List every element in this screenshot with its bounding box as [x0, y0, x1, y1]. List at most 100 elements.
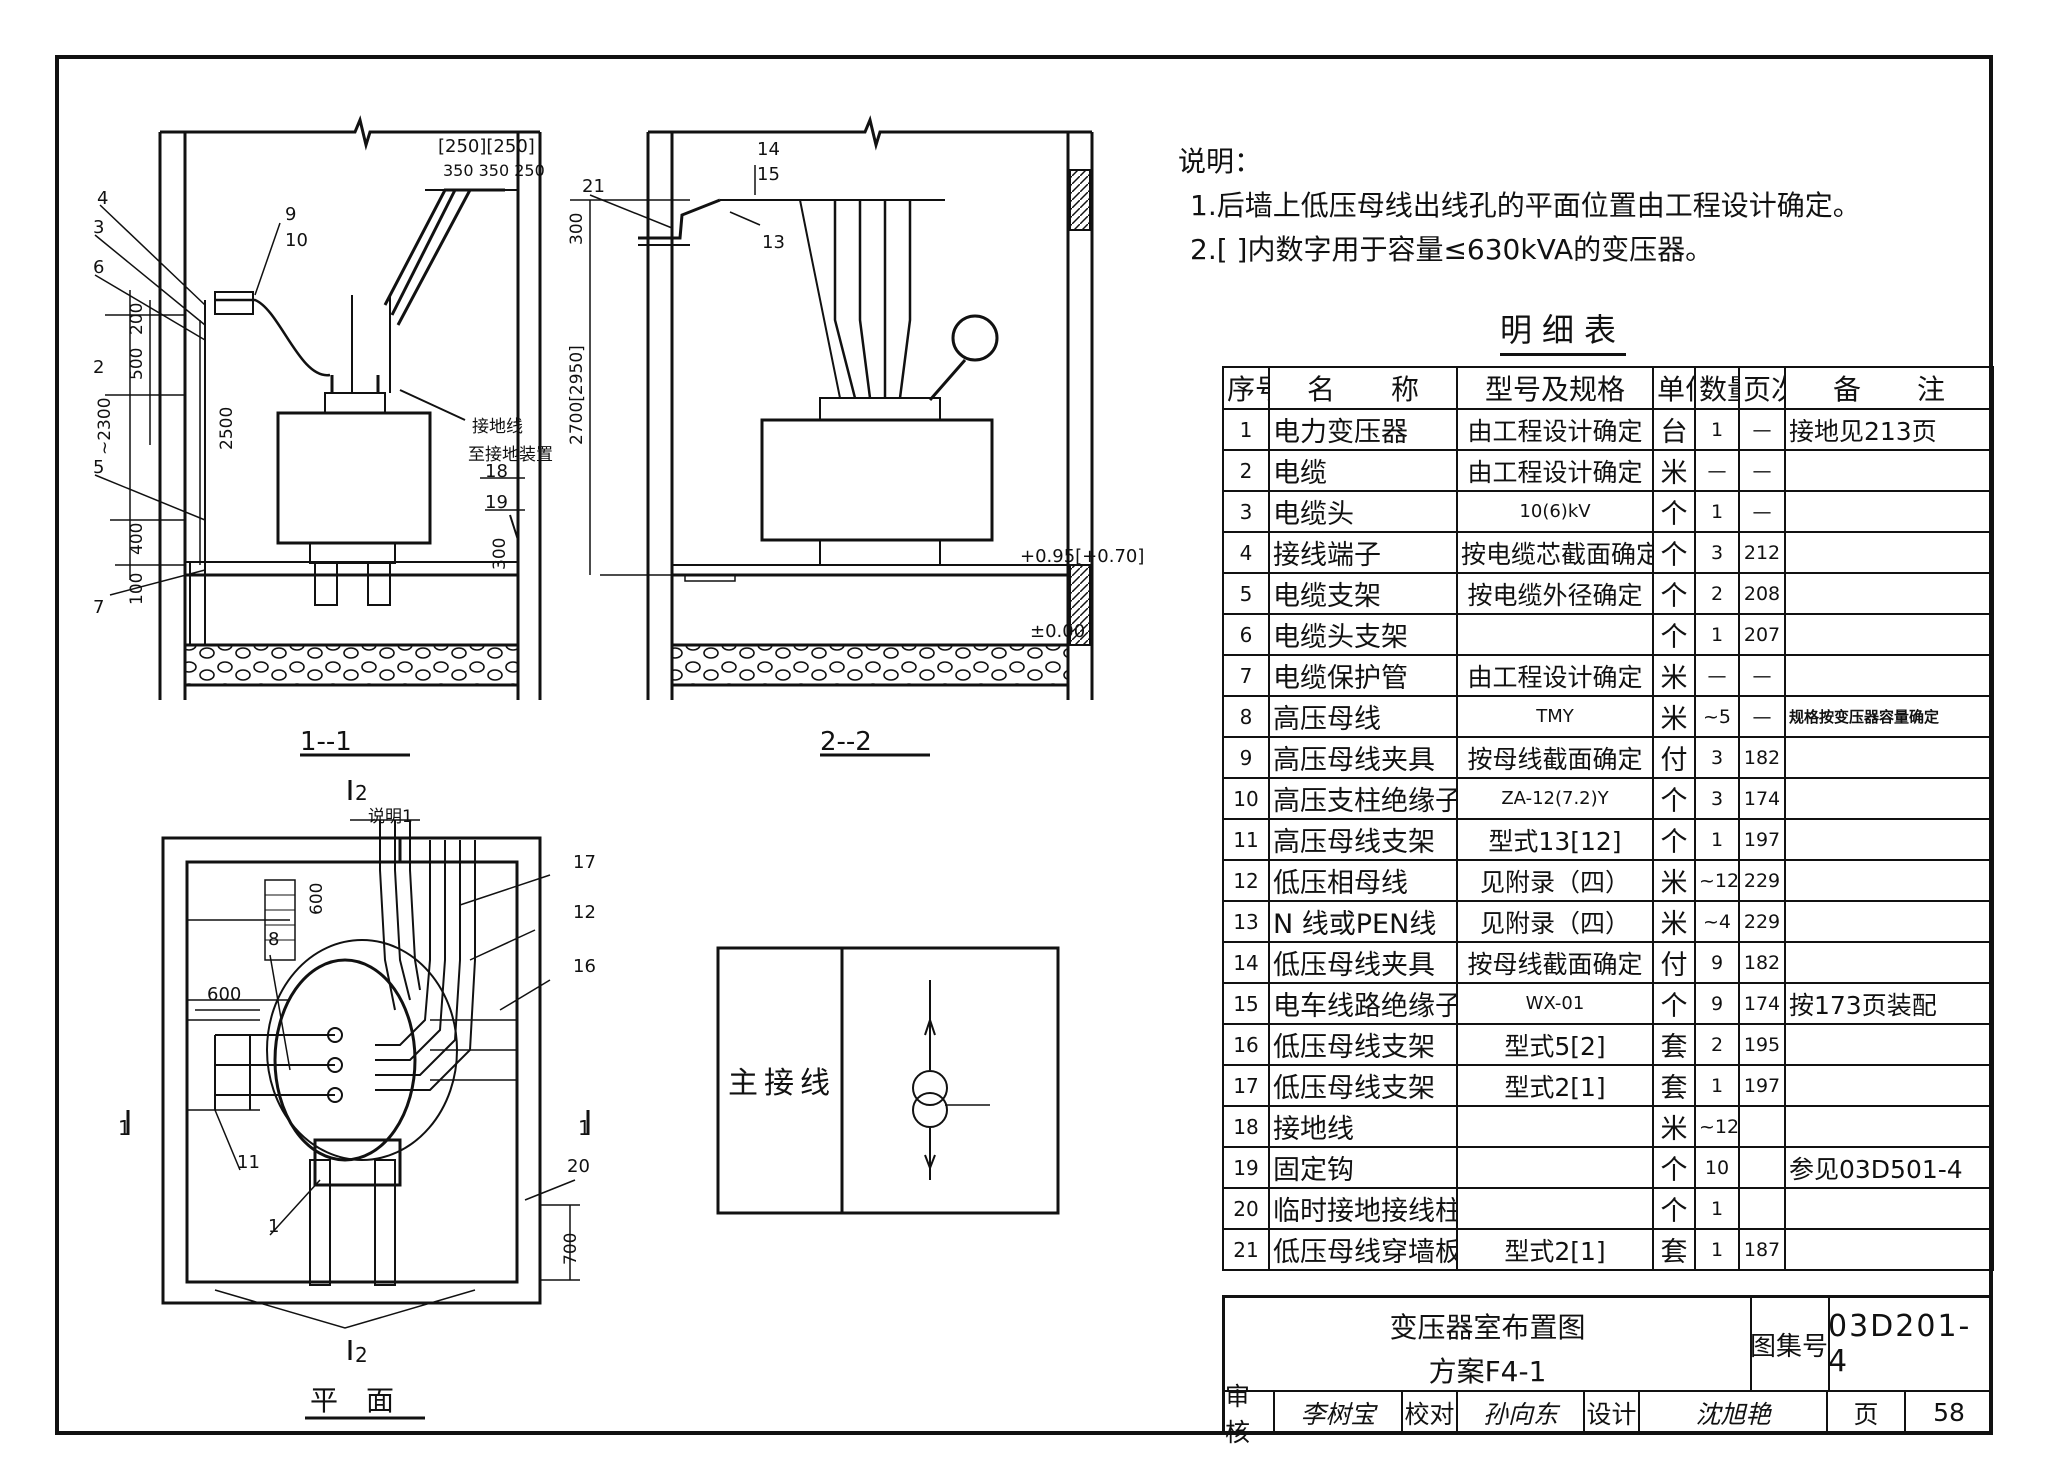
cell-qty: —	[1694, 654, 1740, 697]
cell-page: —	[1738, 449, 1786, 492]
cell-spec	[1456, 613, 1654, 656]
cell-remark	[1784, 1023, 1994, 1066]
cell-spec: 型式2[1]	[1456, 1064, 1654, 1107]
cell-name: 固定钩	[1268, 1146, 1458, 1189]
table-row: 17 低压母线支架 型式2[1] 套 1 197	[1222, 1064, 1994, 1107]
cell-unit: 台	[1652, 408, 1696, 451]
cell-page: 207	[1738, 613, 1786, 656]
cell-name: 临时接地接线柱	[1268, 1187, 1458, 1230]
callout-5: 5	[93, 457, 104, 478]
header-page: 页次	[1738, 366, 1786, 410]
cell-name: 高压母线夹具	[1268, 736, 1458, 779]
dim-400: 400	[127, 523, 147, 555]
callout-14: 14	[757, 139, 780, 160]
cell-unit: 米	[1652, 859, 1696, 902]
table-row: 20 临时接地接线柱 个 1	[1222, 1187, 1994, 1230]
cell-spec: 按电缆芯截面确定	[1456, 531, 1654, 574]
cell-remark	[1784, 490, 1994, 533]
cell-page: 174	[1738, 777, 1786, 820]
cell-remark	[1784, 449, 1994, 492]
cell-unit: 套	[1652, 1064, 1696, 1107]
section-1-1-texts: 4 3 6 2 5 7 9 10 [250][250] 350 350 250 …	[93, 136, 553, 757]
cell-spec	[1456, 1105, 1654, 1148]
elevation-095: +0.95[+0.70]	[1020, 546, 1144, 567]
cell-page	[1738, 1105, 1786, 1148]
cell-remark	[1784, 859, 1994, 902]
main-wiring-box	[716, 946, 1060, 1215]
note-ref-label: 说明1	[368, 807, 413, 827]
ground-wire-label: 接地线	[472, 417, 523, 437]
cell-page: 182	[1738, 941, 1786, 984]
cell-qty: 2	[1694, 572, 1740, 615]
header-remark: 备 注	[1784, 366, 1994, 410]
cell-no: 2	[1222, 449, 1270, 492]
cell-remark	[1784, 900, 1994, 943]
check-label: 校对	[1403, 1390, 1458, 1435]
cell-spec: 由工程设计确定	[1456, 408, 1654, 451]
dim-300b: 300	[490, 538, 510, 570]
cell-qty: 3	[1694, 736, 1740, 779]
design-signature: 沈旭艳	[1640, 1390, 1828, 1435]
table-row: 13 N 线或PEN线 见附录（四） 米 ~4 229	[1222, 900, 1994, 943]
callout-7: 7	[93, 597, 104, 618]
callout-11: 11	[237, 1152, 260, 1173]
cell-no: 16	[1222, 1023, 1270, 1066]
table-row: 3 电缆头 10(6)kV 个 1 —	[1222, 490, 1994, 533]
cell-remark	[1784, 531, 1994, 574]
callout-20: 20	[567, 1156, 590, 1177]
cell-spec: 型式2[1]	[1456, 1228, 1654, 1271]
cell-qty: 2	[1694, 1023, 1740, 1066]
cell-remark	[1784, 777, 1994, 820]
cell-unit: 付	[1652, 736, 1696, 779]
cell-name: 电缆头支架	[1268, 613, 1458, 656]
cell-no: 1	[1222, 408, 1270, 451]
table-row: 15 电车线路绝缘子 WX-01 个 9 174 按173页装配	[1222, 982, 1994, 1025]
cell-spec: 按母线截面确定	[1456, 736, 1654, 779]
cell-qty: —	[1694, 449, 1740, 492]
cell-unit: 个	[1652, 531, 1696, 574]
callout-9: 9	[285, 204, 296, 225]
callout-16: 16	[573, 956, 596, 977]
cell-page: 174	[1738, 982, 1786, 1025]
callout-15: 15	[757, 164, 780, 185]
cell-spec: 型式13[12]	[1456, 818, 1654, 861]
cell-unit: 个	[1652, 777, 1696, 820]
cell-page: 229	[1738, 859, 1786, 902]
cell-unit: 个	[1652, 490, 1696, 533]
dim-350-350-250: 350 350 250	[443, 161, 545, 180]
cell-qty: 1	[1694, 1187, 1740, 1230]
dim-200: 200	[127, 303, 147, 335]
header-name: 名 称	[1268, 366, 1458, 410]
cell-qty: 9	[1694, 941, 1740, 984]
notes-title: 说明：	[1178, 145, 1263, 178]
dim-600b: 600	[307, 883, 327, 915]
dim-700: 700	[561, 1233, 581, 1265]
cell-page: —	[1738, 490, 1786, 533]
callout-17: 17	[573, 852, 596, 873]
cell-spec: WX-01	[1456, 982, 1654, 1025]
atlas-number: 03D201-4	[1828, 1298, 1992, 1392]
cell-name: 电车线路绝缘子	[1268, 982, 1458, 1025]
cell-unit: 米	[1652, 900, 1696, 943]
note-item-1: 1.后墙上低压母线出线孔的平面位置由工程设计确定。	[1190, 189, 1861, 222]
cell-spec: 按母线截面确定	[1456, 941, 1654, 984]
drawing-subtitle: 方案F4-1	[1428, 1355, 1547, 1388]
cell-remark	[1784, 1064, 1994, 1107]
dim-2700: 2700[2950]	[567, 345, 587, 445]
cell-qty: 1	[1694, 490, 1740, 533]
section-2-2-label: 2--2	[820, 727, 872, 757]
section-1-1	[94, 115, 542, 757]
table-row: 21 低压母线穿墙板 型式2[1] 套 1 187	[1222, 1228, 1994, 1271]
cut-mark-2-bottom: 2	[355, 1343, 368, 1367]
callout-3: 3	[93, 217, 104, 238]
table-row: 18 接地线 米 ~12	[1222, 1105, 1994, 1148]
cell-qty: 10	[1694, 1146, 1740, 1189]
callout-6: 6	[93, 257, 104, 278]
atlas-label: 图集号	[1750, 1298, 1830, 1392]
design-label: 设计	[1585, 1390, 1640, 1435]
cell-page: 195	[1738, 1023, 1786, 1066]
cell-spec: 由工程设计确定	[1456, 449, 1654, 492]
cell-no: 10	[1222, 777, 1270, 820]
section-2-2	[570, 115, 1094, 757]
table-row: 1 电力变压器 由工程设计确定 台 1 — 接地见213页	[1222, 408, 1994, 451]
